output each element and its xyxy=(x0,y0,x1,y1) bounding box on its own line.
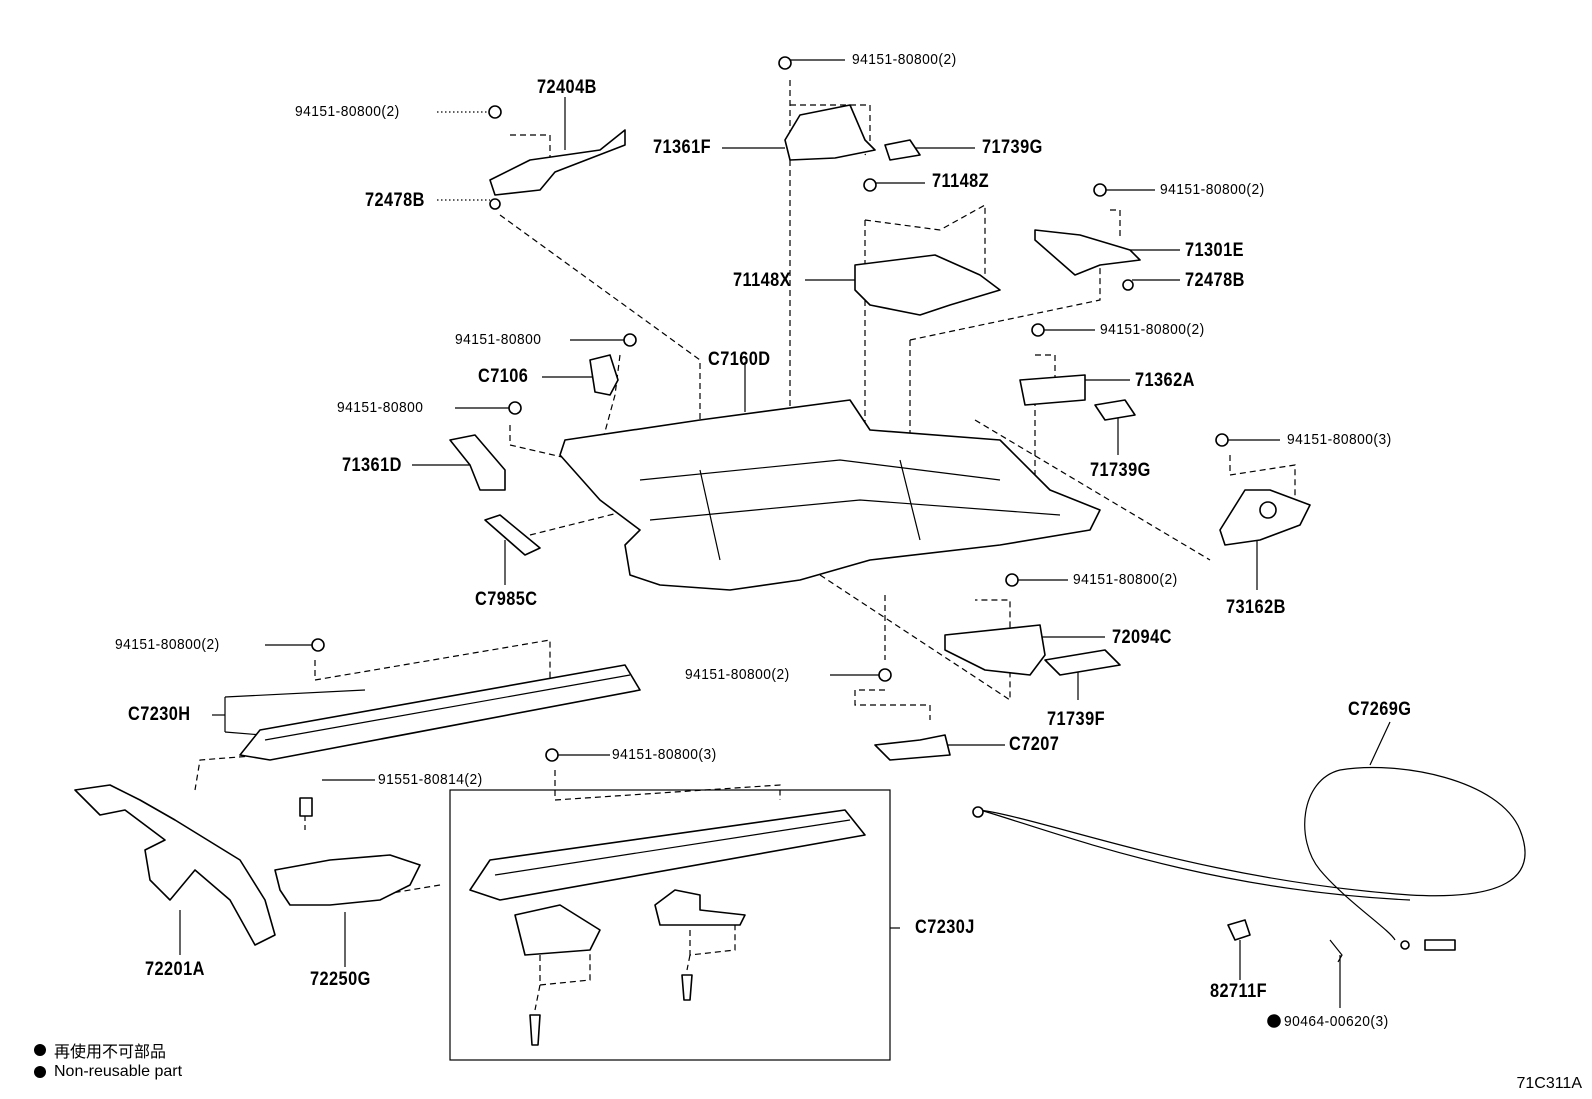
label-94151-center1: 94151-80800 xyxy=(455,331,542,348)
label-C7106: C7106 xyxy=(478,366,529,387)
label-C7269G: C7269G xyxy=(1348,699,1412,720)
label-94151-top: 94151-80800(2) xyxy=(852,51,957,68)
legend-line-en: Non-reusable part xyxy=(34,1063,182,1081)
label-C7160D: C7160D xyxy=(708,349,771,370)
label-71148X: 71148X xyxy=(733,270,792,291)
label-71739G-mid: 71739G xyxy=(1090,460,1151,481)
label-72478B-right: 72478B xyxy=(1185,270,1245,291)
label-72404B: 72404B xyxy=(537,77,597,98)
label-71301E: 71301E xyxy=(1185,240,1244,261)
non-reusable-bullet-icon xyxy=(34,1066,46,1078)
legend-text-en: Non-reusable part xyxy=(54,1063,183,1080)
label-71362A: 71362A xyxy=(1135,370,1195,391)
illustration-code: 71C311A xyxy=(1516,1075,1582,1092)
label-72478B-left: 72478B xyxy=(365,190,425,211)
label-94151-right3: 94151-80800(3) xyxy=(1287,431,1392,448)
label-71739G-top: 71739G xyxy=(982,137,1043,158)
label-71361D: 71361D xyxy=(342,455,402,476)
part-shapes xyxy=(74,56,1526,1061)
label-C7230H: C7230H xyxy=(128,704,191,725)
label-94151-topleft: 94151-80800(2) xyxy=(295,103,400,120)
non-reusable-bullet-icon xyxy=(34,1044,46,1056)
label-94151-right1: 94151-80800(2) xyxy=(1160,181,1265,198)
legend-text-jp: 再使用不可部品 xyxy=(54,1044,167,1061)
label-94151-left1: 94151-80800(2) xyxy=(115,636,220,653)
label-72094C: 72094C xyxy=(1112,627,1172,648)
label-94151-center2: 94151-80800 xyxy=(337,399,424,416)
label-91551: 91551-80814(2) xyxy=(378,771,483,788)
label-72201A: 72201A xyxy=(145,959,205,980)
label-94151-center3: 94151-80800(2) xyxy=(685,666,790,683)
label-71739F: 71739F xyxy=(1047,709,1106,730)
label-94151-right2: 94151-80800(2) xyxy=(1100,321,1205,338)
label-C7207: C7207 xyxy=(1009,734,1060,755)
label-90464: 90464-00620(3) xyxy=(1284,1013,1389,1030)
leader-lines xyxy=(179,59,1391,1008)
label-73162B: 73162B xyxy=(1226,597,1286,618)
label-94151-right4: 94151-80800(2) xyxy=(1073,571,1178,588)
legend-line-jp: 再使用不可部品 xyxy=(34,1038,166,1062)
label-C7985C: C7985C xyxy=(475,589,538,610)
label-71148Z: 71148Z xyxy=(932,171,990,192)
label-94151-center4: 94151-80800(3) xyxy=(612,746,717,763)
label-82711F: 82711F xyxy=(1210,981,1268,1002)
label-72250G: 72250G xyxy=(310,969,371,990)
label-71361F: 71361F xyxy=(653,137,712,158)
label-C7230J: C7230J xyxy=(915,917,975,938)
nut-shapes xyxy=(311,56,1229,762)
